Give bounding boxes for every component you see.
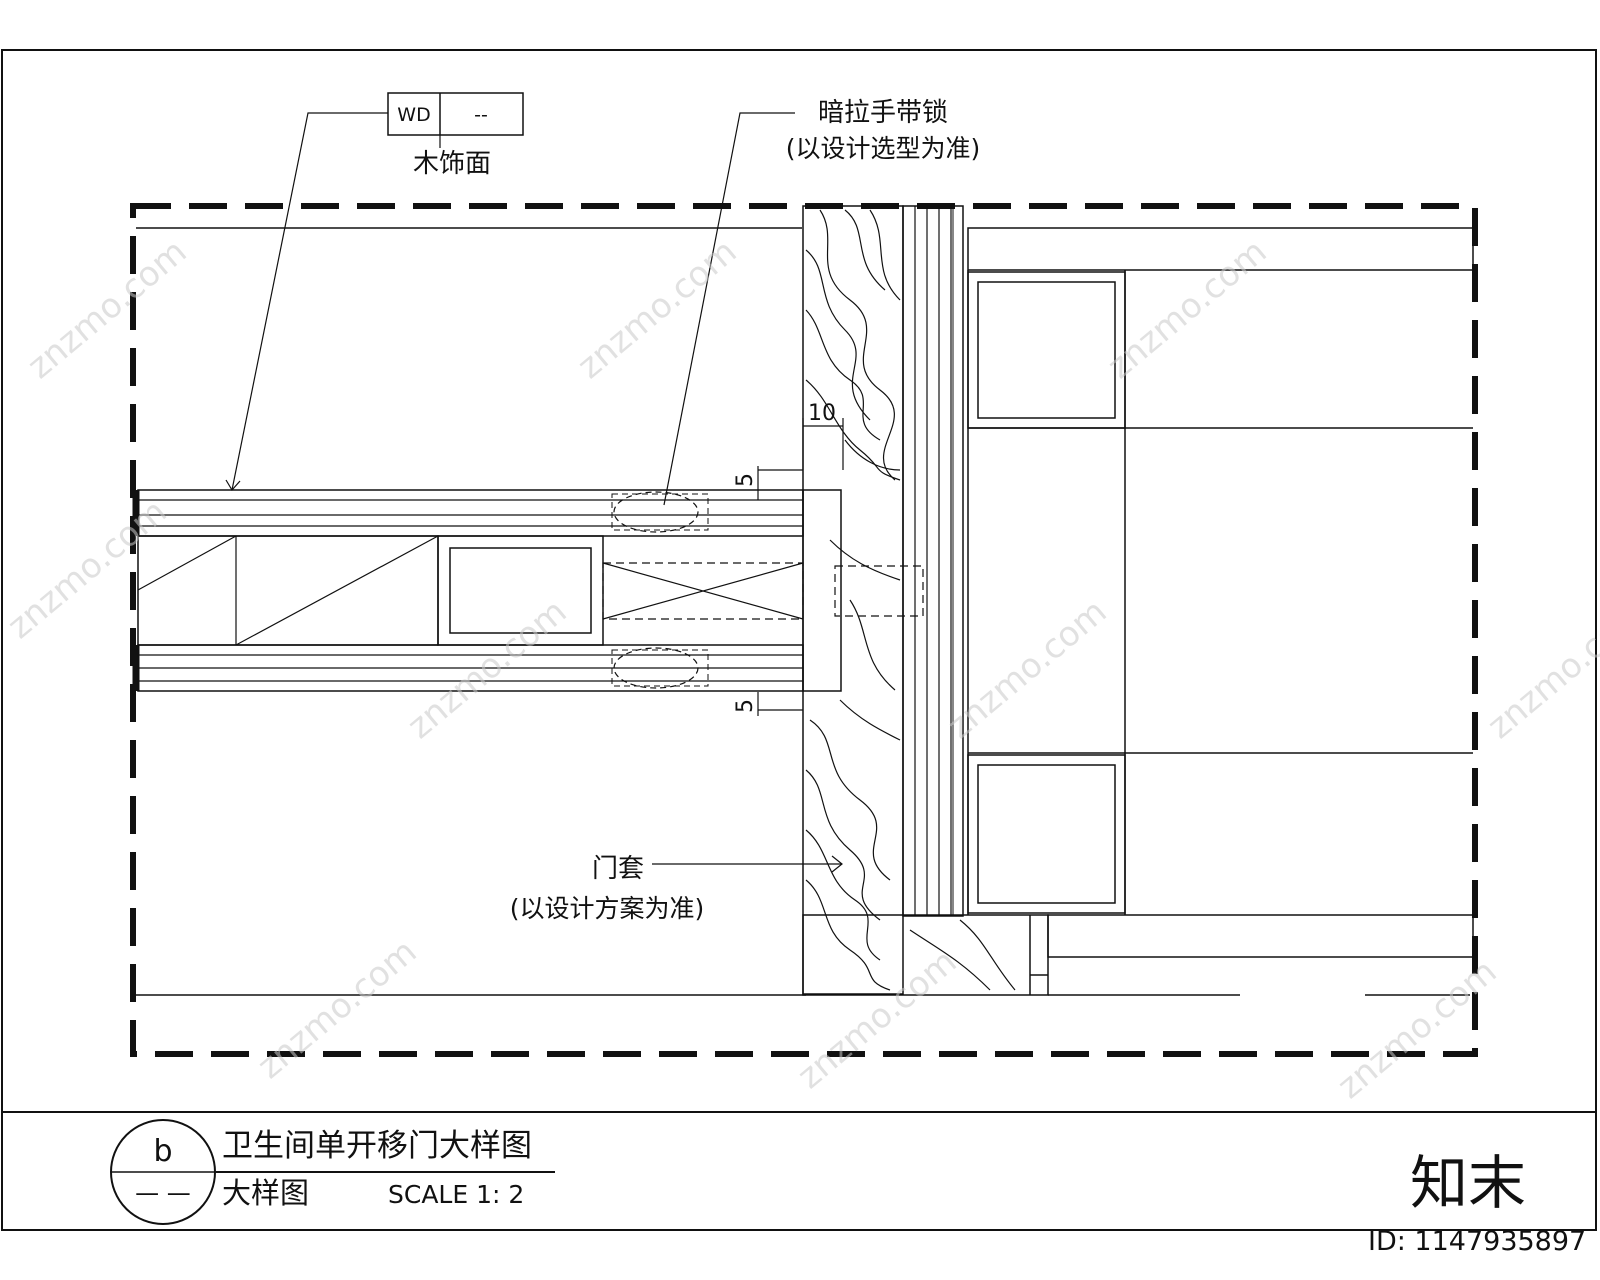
dimension-marks [757, 418, 844, 716]
detail-boundary [130, 203, 1478, 1057]
watermark-site-8: znzmo.com [250, 932, 424, 1087]
dimension-gap-lower: 5 [733, 699, 758, 713]
watermark-site-3: znzmo.com [1100, 232, 1274, 387]
watermark-brand: 知末 [1410, 1149, 1526, 1217]
watermark-site-2: znzmo.com [570, 232, 744, 387]
lock-label-line2: (以设计选型为准) [786, 134, 981, 163]
wood-wall-section [802, 205, 1016, 995]
lock-label-line1: 暗拉手带锁 [818, 98, 948, 128]
sheet-border [1, 49, 1597, 1231]
dimension-top-width: 10 [808, 401, 836, 426]
frame-label-line2: (以设计方案为准) [510, 894, 705, 923]
detail-symbol-ref: — — [135, 1179, 191, 1207]
watermark-site-1: znzmo.com [20, 232, 194, 387]
frame-label-line1: 门套 [592, 854, 644, 884]
watermark-id: ID: 1147935897 [1368, 1226, 1586, 1257]
wall-framing [967, 270, 1473, 915]
drawing-title: 卫生间单开移门大样图 [222, 1128, 532, 1164]
watermark-site-9: znzmo.com [790, 942, 964, 1097]
watermark: znzmo.com znzmo.com znzmo.com znzmo.com … [0, 232, 1600, 1257]
title-block: b — — 卫生间单开移门大样图 大样图 SCALE 1: 2 [110, 1119, 555, 1225]
watermark-site-5: znzmo.com [400, 592, 574, 747]
watermark-site-6: znzmo.com [940, 592, 1114, 747]
dimension-gap-upper: 5 [733, 473, 758, 487]
watermark-site-10: znzmo.com [1330, 952, 1504, 1107]
drawing-scale: SCALE 1: 2 [388, 1180, 524, 1209]
watermark-site-4: znzmo.com [0, 492, 174, 647]
watermark-site-7: znzmo.com [1480, 592, 1600, 747]
material-label: 木饰面 [413, 149, 491, 179]
material-tag-value: -- [474, 104, 488, 126]
door-leaf [132, 489, 924, 692]
material-tag: WD -- [387, 92, 524, 148]
frame-layers [902, 205, 964, 917]
reference-lines [136, 227, 1470, 996]
detail-symbol: b [153, 1134, 172, 1169]
material-tag-code: WD [397, 104, 430, 126]
drawing-subtitle: 大样图 [222, 1176, 309, 1210]
wall-hatch [967, 227, 1474, 958]
leader-lines [225, 112, 843, 873]
